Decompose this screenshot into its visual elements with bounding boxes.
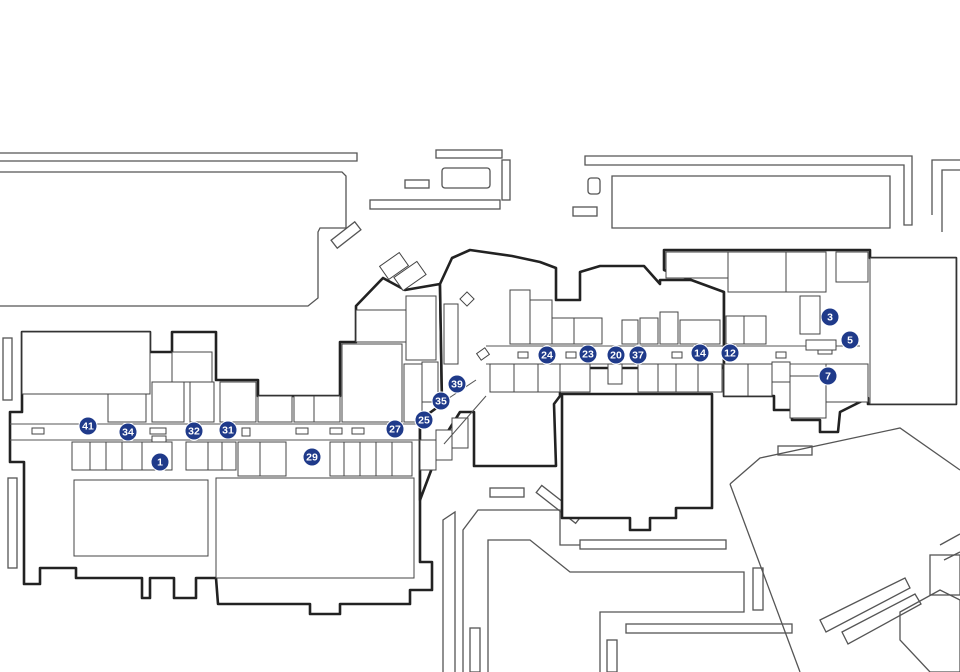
- location-marker-41[interactable]: 41: [78, 416, 98, 436]
- marker-circle[interactable]: [447, 374, 467, 394]
- location-marker-32[interactable]: 32: [184, 421, 204, 441]
- marker-circle[interactable]: [720, 343, 740, 363]
- marker-circle[interactable]: [431, 391, 451, 411]
- location-marker-37[interactable]: 37: [628, 345, 648, 365]
- location-marker-5[interactable]: 5: [840, 330, 860, 350]
- location-marker-39[interactable]: 39: [447, 374, 467, 394]
- marker-circle[interactable]: [385, 419, 405, 439]
- location-marker-35[interactable]: 35: [431, 391, 451, 411]
- marker-circle[interactable]: [78, 416, 98, 436]
- location-marker-24[interactable]: 24: [537, 345, 557, 365]
- marker-circle[interactable]: [820, 307, 840, 327]
- location-marker-27[interactable]: 27: [385, 419, 405, 439]
- store-units: [10, 251, 957, 579]
- location-marker-3[interactable]: 3: [820, 307, 840, 327]
- marker-circle[interactable]: [414, 410, 434, 430]
- location-marker-34[interactable]: 34: [118, 422, 138, 442]
- marker-circle[interactable]: [118, 422, 138, 442]
- location-marker-23[interactable]: 23: [578, 344, 598, 364]
- parking-and-roads: [0, 149, 960, 672]
- marker-circle[interactable]: [628, 345, 648, 365]
- location-marker-31[interactable]: 31: [218, 420, 238, 440]
- location-marker-20[interactable]: 20: [606, 345, 626, 365]
- marker-circle[interactable]: [606, 345, 626, 365]
- marker-circle[interactable]: [537, 345, 557, 365]
- marker-circle[interactable]: [818, 366, 838, 386]
- location-marker-29[interactable]: 29: [302, 447, 322, 467]
- marker-circle[interactable]: [578, 344, 598, 364]
- location-marker-7[interactable]: 7: [818, 366, 838, 386]
- marker-circle[interactable]: [690, 343, 710, 363]
- location-marker-25[interactable]: 25: [414, 410, 434, 430]
- marker-circle[interactable]: [184, 421, 204, 441]
- marker-circle[interactable]: [302, 447, 322, 467]
- marker-circle[interactable]: [218, 420, 238, 440]
- marker-circle[interactable]: [150, 452, 170, 472]
- marker-circle[interactable]: [840, 330, 860, 350]
- location-marker-1[interactable]: 1: [150, 452, 170, 472]
- location-marker-12[interactable]: 12: [720, 343, 740, 363]
- location-marker-14[interactable]: 14: [690, 343, 710, 363]
